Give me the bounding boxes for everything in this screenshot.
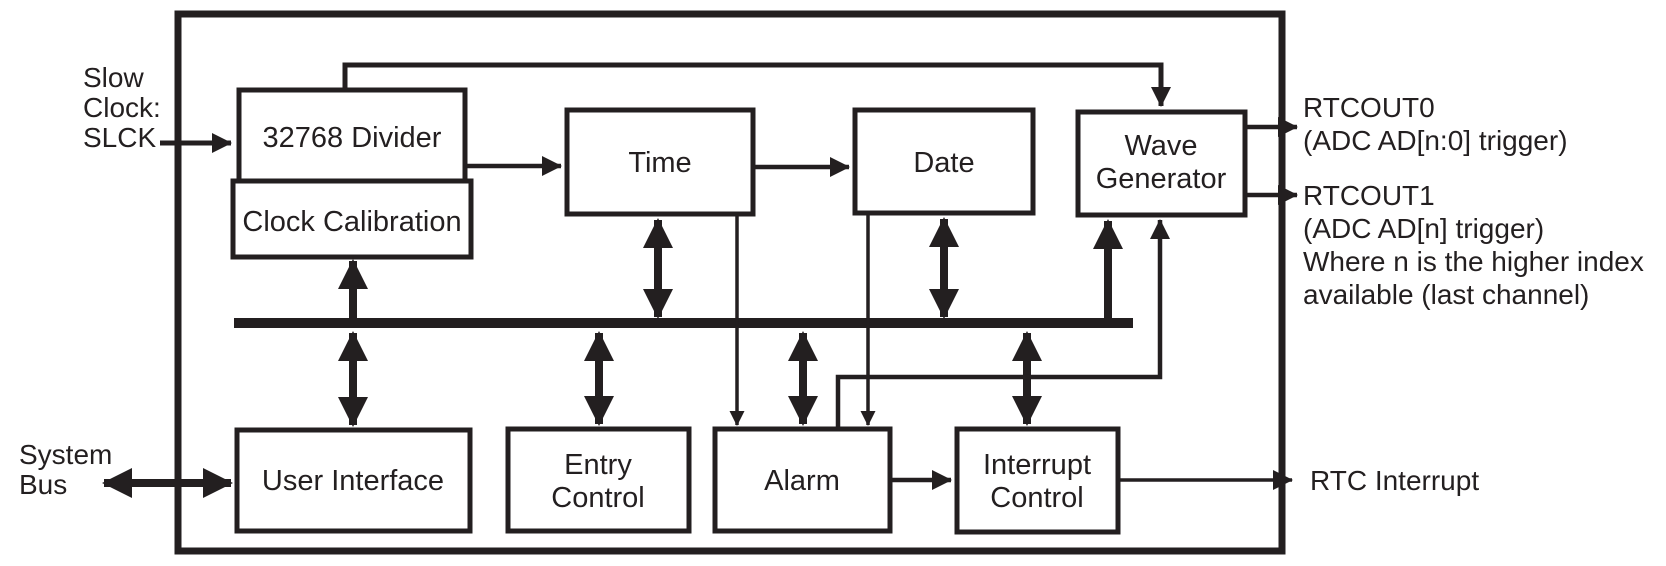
user-interface-block: [234, 427, 473, 534]
wave-generator-label-line1: Wave: [1124, 130, 1197, 162]
time-block: [564, 107, 756, 217]
divider-to-wavegenerator-arrow: [342, 62, 1171, 107]
system-bus-label-line2: Bus: [19, 469, 67, 500]
alarm-to-wave-generator-arrow: [835, 219, 1170, 429]
clock-calibration-block: [230, 178, 474, 260]
interrupt-control-label-line1: Interrupt: [983, 449, 1091, 481]
rtcout1-label: RTCOUT1: [1303, 180, 1435, 211]
divider-block: [236, 87, 468, 184]
entry-control-label-line1: Entry: [564, 449, 632, 481]
wave-generator-block: [1075, 109, 1248, 218]
alarm-block: [712, 426, 893, 534]
slow-clock-label-line1: Slow: [83, 62, 144, 93]
rtcout0-trigger-note: (ADC AD[n:0] trigger): [1303, 125, 1568, 156]
clock-calibration-label: Clock Calibration: [242, 206, 461, 238]
rtcout0-label: RTCOUT0: [1303, 92, 1435, 123]
date-label: Date: [913, 147, 974, 179]
divider-label: 32768 Divider: [263, 122, 442, 154]
slow-clock-label-line3: SLCK: [83, 122, 156, 153]
alarm-label: Alarm: [764, 465, 840, 497]
rtc-module-boundary: [174, 10, 1286, 555]
internal-bus-line: [234, 318, 1133, 328]
rtcout1-note-line2: Where n is the higher index: [1303, 246, 1644, 277]
slow-clock-label-line2: Clock:: [83, 92, 161, 123]
interrupt-control-block: [954, 426, 1121, 535]
rtcout1-trigger-note: (ADC AD[n] trigger): [1303, 213, 1544, 244]
entry-control-block: [505, 426, 692, 534]
entry-control-label-line2: Control: [551, 482, 645, 514]
wave-generator-label-line2: Generator: [1096, 163, 1227, 195]
user-interface-label: User Interface: [262, 465, 444, 497]
time-label: Time: [628, 147, 691, 179]
rtc-interrupt-label: RTC Interrupt: [1310, 465, 1479, 496]
interrupt-control-label-line2: Control: [990, 482, 1084, 514]
date-block: [852, 107, 1036, 216]
rtcout1-note-line3: available (last channel): [1303, 279, 1589, 310]
system-bus-label-line1: System: [19, 439, 112, 470]
